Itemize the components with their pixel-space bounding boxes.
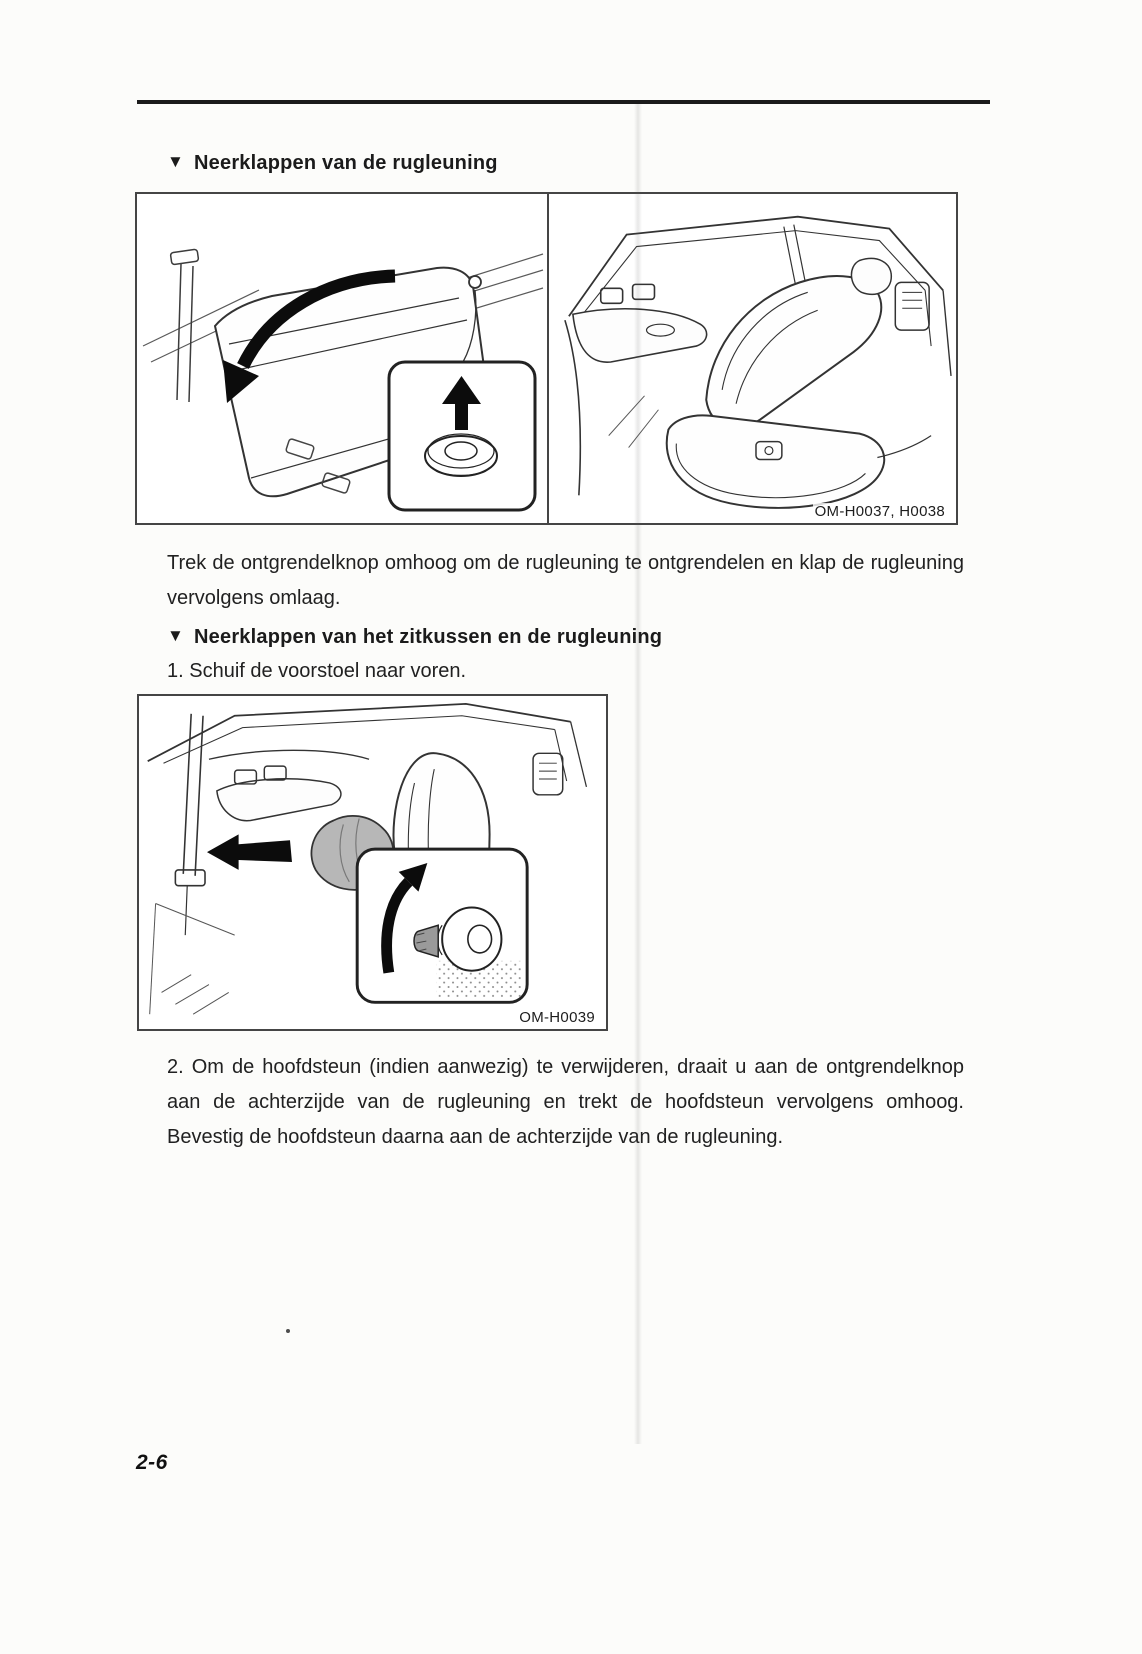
page-number: 2-6 bbox=[136, 1451, 168, 1474]
fold-arrow-icon bbox=[223, 269, 396, 403]
section1-heading-text: Neerklappen van de rugleuning bbox=[194, 152, 498, 174]
recline-knob-drawing bbox=[413, 906, 503, 972]
seatbelt-strap bbox=[174, 713, 206, 936]
section2-step1: 1. Schuif de voorstoel naar voren. bbox=[167, 660, 467, 682]
figure1-caption: OM-H0037, H0038 bbox=[812, 503, 947, 520]
section1-marker-icon: ▼ bbox=[167, 152, 185, 171]
headrest-removal-illustration bbox=[147, 703, 588, 1015]
door-panel bbox=[564, 283, 708, 496]
latch-detail bbox=[755, 440, 783, 461]
up-arrow-icon bbox=[442, 376, 481, 430]
window-switch bbox=[263, 765, 287, 781]
scan-dot-artifact bbox=[286, 1329, 290, 1333]
window-switch bbox=[233, 769, 258, 785]
tumbled-cushion bbox=[665, 414, 932, 509]
section2-heading: ▼ Neerklappen van het zitkussen en de rug… bbox=[167, 626, 662, 649]
floor-lines bbox=[608, 395, 659, 448]
backrest-release-illustration bbox=[142, 248, 544, 512]
release-knob-drawing bbox=[424, 433, 498, 477]
rotate-arrow-icon bbox=[381, 862, 428, 974]
window-frame-lines bbox=[568, 215, 952, 376]
window-switch bbox=[599, 287, 624, 305]
folded-seat-illustration bbox=[564, 215, 952, 509]
top-rule bbox=[137, 100, 990, 104]
figure1-left-panel bbox=[137, 194, 549, 523]
figure-fold-cushion: OM-H0039 bbox=[137, 694, 608, 1031]
door-handle bbox=[645, 323, 675, 337]
callout-leader bbox=[462, 289, 477, 363]
hinge-brackets bbox=[285, 438, 351, 494]
window-switch bbox=[631, 283, 656, 301]
figure-fold-backrest: OM-H0037, H0038 bbox=[135, 192, 958, 525]
section2-step2: 2. Om de hoofdsteun (indien aanwezig) te… bbox=[167, 1056, 964, 1148]
recline-knob-inset bbox=[355, 847, 529, 1004]
section1-body: Trek de ontgrendelknop omhoog om de rugl… bbox=[167, 552, 964, 609]
quarter-trim-vent bbox=[894, 281, 930, 331]
floor-hatch-lines bbox=[149, 903, 235, 1015]
left-arrow-icon bbox=[206, 834, 292, 870]
section2-marker-icon: ▼ bbox=[167, 626, 185, 645]
roof-lines bbox=[147, 703, 588, 788]
folded-seatback bbox=[705, 257, 893, 429]
figure2-caption: OM-H0039 bbox=[517, 1009, 597, 1026]
figure1-right-panel bbox=[549, 194, 956, 523]
door-panel bbox=[208, 749, 370, 822]
release-knob-inset bbox=[387, 360, 537, 512]
quarter-trim-vent bbox=[532, 752, 564, 796]
fabric-dots bbox=[436, 960, 522, 999]
section2-heading-text: Neerklappen van het zitkussen en de rugl… bbox=[194, 626, 663, 648]
section1-heading: ▼ Neerklappen van de rugleuning bbox=[167, 152, 498, 175]
release-knob-mark bbox=[468, 275, 482, 289]
seatbelt-strap bbox=[169, 248, 200, 403]
